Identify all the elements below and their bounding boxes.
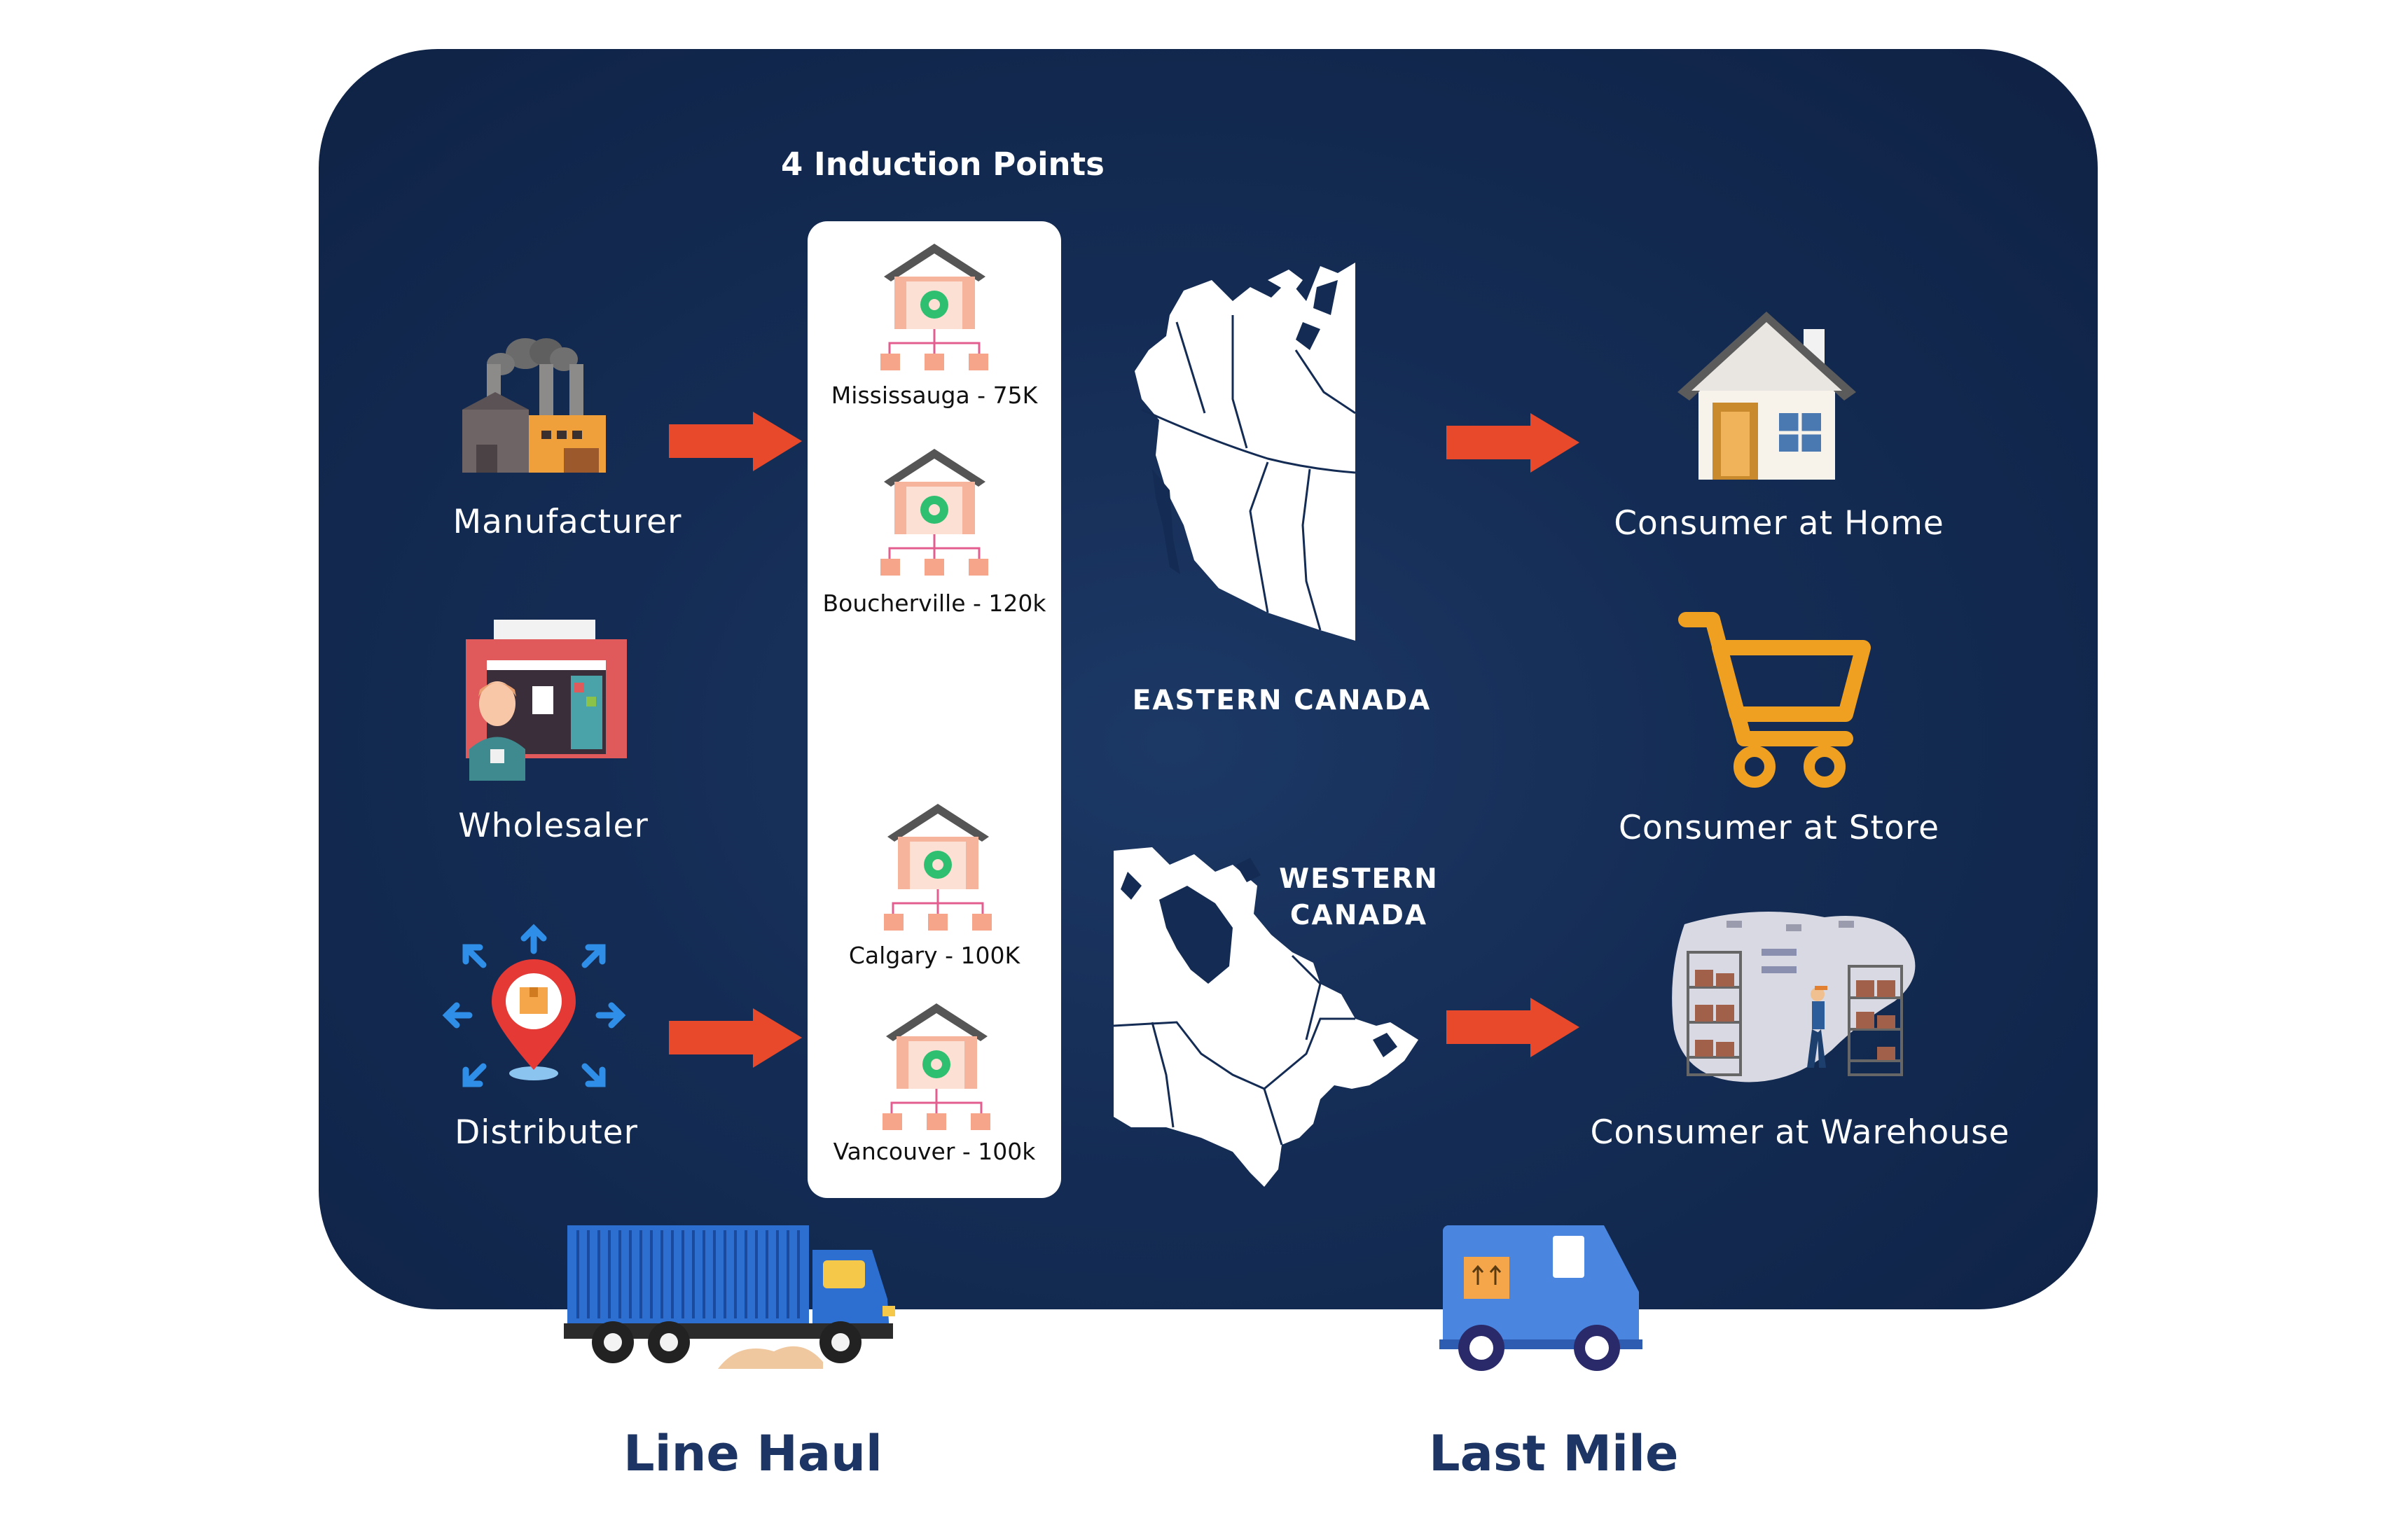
source-label: Manufacturer [452, 503, 682, 541]
induction-points-column [808, 221, 1061, 1198]
destination-label: Consumer at Home [1614, 504, 1944, 543]
induction-title: 4 Induction Points [781, 146, 1105, 183]
warehouse-icon [880, 244, 988, 370]
arrow-right-icon [669, 412, 802, 471]
line-haul-truck-icon [564, 1225, 895, 1369]
warehouse-icon [880, 449, 988, 576]
arrow-right-icon [669, 1008, 802, 1068]
source-label: Wholesaler [458, 807, 649, 845]
induction-point-label: Mississauga - 75K [831, 382, 1038, 409]
destination-label: Consumer at Warehouse [1590, 1113, 2010, 1152]
house-icon [1677, 312, 1856, 480]
arrow-right-icon [1446, 413, 1579, 473]
western-canada-map [1135, 263, 1356, 641]
source-label: Distributer [455, 1113, 638, 1152]
footer-last-mile: Last Mile [1429, 1425, 1679, 1482]
footer-line-haul: Line Haul [623, 1425, 883, 1482]
region-label-eastern: EASTERN CANADA [1132, 685, 1432, 716]
distribution-pin-icon [442, 924, 626, 1087]
destination-label: Consumer at Store [1619, 809, 1939, 847]
last-mile-van-icon [1439, 1225, 1642, 1371]
warehouse-icon [884, 804, 992, 931]
eastern-canada-map [1113, 847, 1418, 1187]
arrow-right-icon [1446, 998, 1579, 1057]
induction-point-label: Calgary - 100K [848, 942, 1020, 969]
region-label-western-line2: CANADA [1289, 900, 1428, 931]
induction-point-label: Vancouver - 100k [833, 1138, 1036, 1165]
warehouse-worker-icon [1672, 912, 1916, 1082]
shopping-cart-icon [1678, 612, 1871, 788]
region-label-western-line1: WESTERN [1279, 863, 1439, 895]
warehouse-icon [883, 1003, 990, 1130]
induction-point-label: Boucherville - 120k [822, 590, 1046, 617]
wholesaler-store-icon [466, 620, 627, 781]
factory-icon [462, 338, 606, 473]
region-label-western: WESTERN CANADA [1254, 861, 1464, 934]
